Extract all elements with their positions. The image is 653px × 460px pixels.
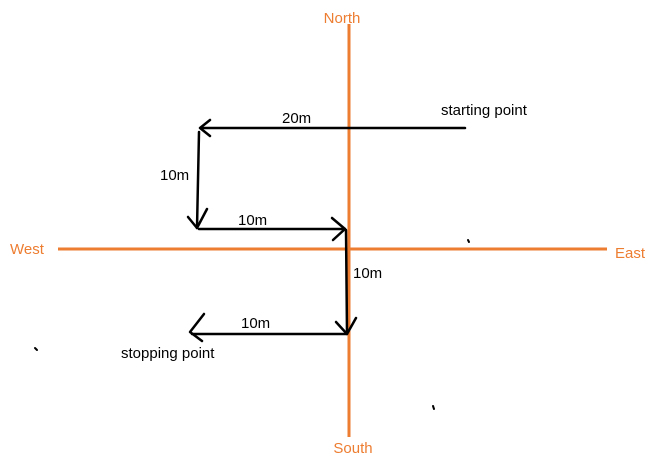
stray-mark bbox=[34, 347, 38, 351]
path-segments bbox=[186, 118, 467, 343]
leg-5-arrowhead bbox=[188, 312, 206, 343]
leg-3-arrowhead bbox=[330, 216, 347, 242]
starting-point-label: starting point bbox=[441, 102, 528, 119]
stray-mark bbox=[432, 405, 435, 410]
leg-3-distance-label: 10m bbox=[238, 212, 267, 229]
south-label: South bbox=[333, 440, 372, 457]
leg-1-arrowhead bbox=[198, 118, 212, 138]
west-label: West bbox=[10, 241, 45, 258]
leg-2-distance-label: 10m bbox=[160, 167, 189, 184]
leg-4-distance-label: 10m bbox=[353, 265, 382, 282]
stray-mark bbox=[467, 239, 470, 243]
stray-marks bbox=[34, 239, 470, 410]
leg-4-line bbox=[344, 228, 349, 335]
leg-5-distance-label: 10m bbox=[241, 315, 270, 332]
compass-axes bbox=[58, 24, 607, 437]
leg-2-line bbox=[195, 130, 201, 230]
east-label: East bbox=[615, 245, 646, 262]
north-label: North bbox=[324, 10, 361, 27]
stopping-point-label: stopping point bbox=[121, 345, 215, 362]
leg-1-distance-label: 20m bbox=[282, 110, 311, 127]
leg-2-arrowhead bbox=[186, 207, 209, 230]
